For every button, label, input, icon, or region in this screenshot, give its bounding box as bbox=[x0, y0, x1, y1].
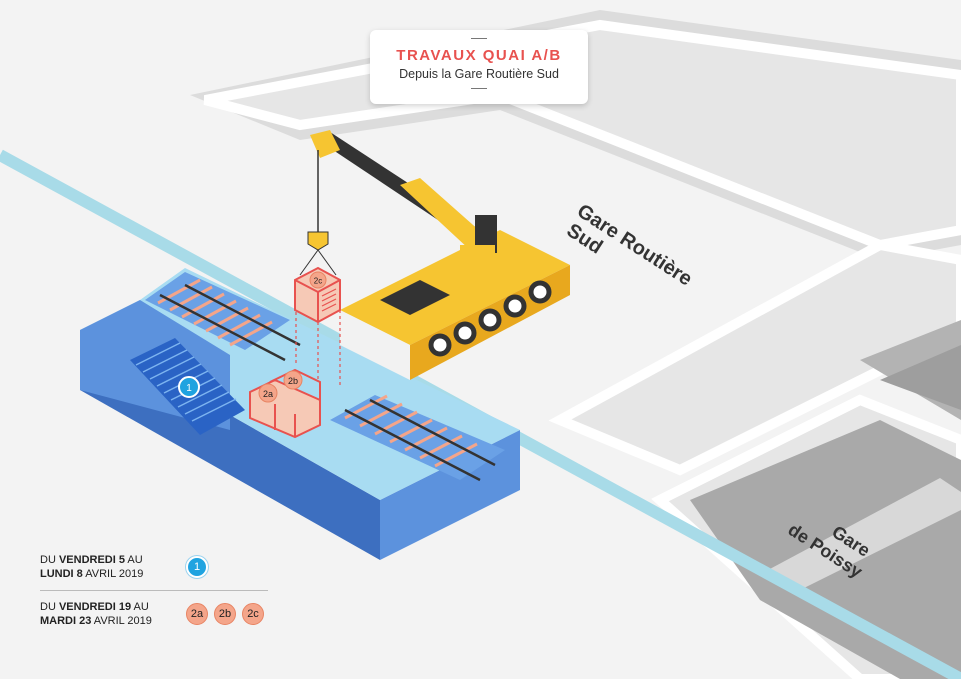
hook-icon bbox=[307, 231, 329, 251]
marker-2c: 2c bbox=[309, 271, 327, 289]
legend-badge-2c: 2c bbox=[242, 603, 264, 625]
page-subtitle: Depuis la Gare Routière Sud bbox=[399, 67, 559, 81]
legend-text: VENDREDI 5 bbox=[58, 554, 125, 566]
marker-1: 1 bbox=[178, 376, 200, 398]
marker-2a: 2a bbox=[258, 383, 278, 403]
divider bbox=[471, 88, 487, 89]
svg-text:2a: 2a bbox=[263, 389, 273, 399]
legend-text: VENDREDI 19 bbox=[58, 601, 132, 613]
marker-2b: 2b bbox=[283, 370, 303, 390]
legend-row-1: DU VENDREDI 5 AU LUNDI 8 AVRIL 2019 1 bbox=[40, 548, 268, 586]
legend-text: LUNDI 8 bbox=[40, 568, 83, 580]
legend: DU VENDREDI 5 AU LUNDI 8 AVRIL 2019 1 DU… bbox=[40, 548, 268, 633]
svg-text:2b: 2b bbox=[288, 376, 298, 386]
legend-badge-2b: 2b bbox=[214, 603, 236, 625]
divider bbox=[471, 38, 487, 39]
legend-badge-2a: 2a bbox=[186, 603, 208, 625]
legend-text: DU bbox=[40, 554, 59, 566]
title-card: TRAVAUX QUAI A/B Depuis la Gare Routière… bbox=[370, 30, 588, 104]
legend-row-2: DU VENDREDI 19 AU MARDI 23 AVRIL 2019 2a… bbox=[40, 595, 268, 633]
legend-date-1: DU VENDREDI 5 AU LUNDI 8 AVRIL 2019 bbox=[40, 553, 180, 581]
legend-text: AVRIL 2019 bbox=[82, 568, 144, 580]
svg-text:2c: 2c bbox=[314, 277, 322, 286]
legend-date-2: DU VENDREDI 19 AU MARDI 23 AVRIL 2019 bbox=[40, 600, 180, 628]
svg-text:1: 1 bbox=[186, 383, 192, 394]
legend-text: DU bbox=[40, 601, 59, 613]
rail-track-icon bbox=[157, 278, 496, 482]
legend-divider bbox=[40, 590, 268, 591]
crane-icon bbox=[299, 130, 570, 380]
legend-badge-1: 1 bbox=[186, 556, 208, 578]
legend-text: AU bbox=[131, 601, 149, 613]
module-2c bbox=[294, 266, 341, 324]
legend-text: MARDI 23 bbox=[40, 615, 92, 627]
drop-guides bbox=[295, 310, 341, 385]
buildings bbox=[690, 320, 961, 679]
legend-text: AVRIL 2019 bbox=[91, 615, 152, 627]
legend-text: AU bbox=[124, 554, 143, 566]
page-title: TRAVAUX QUAI A/B bbox=[396, 47, 562, 64]
